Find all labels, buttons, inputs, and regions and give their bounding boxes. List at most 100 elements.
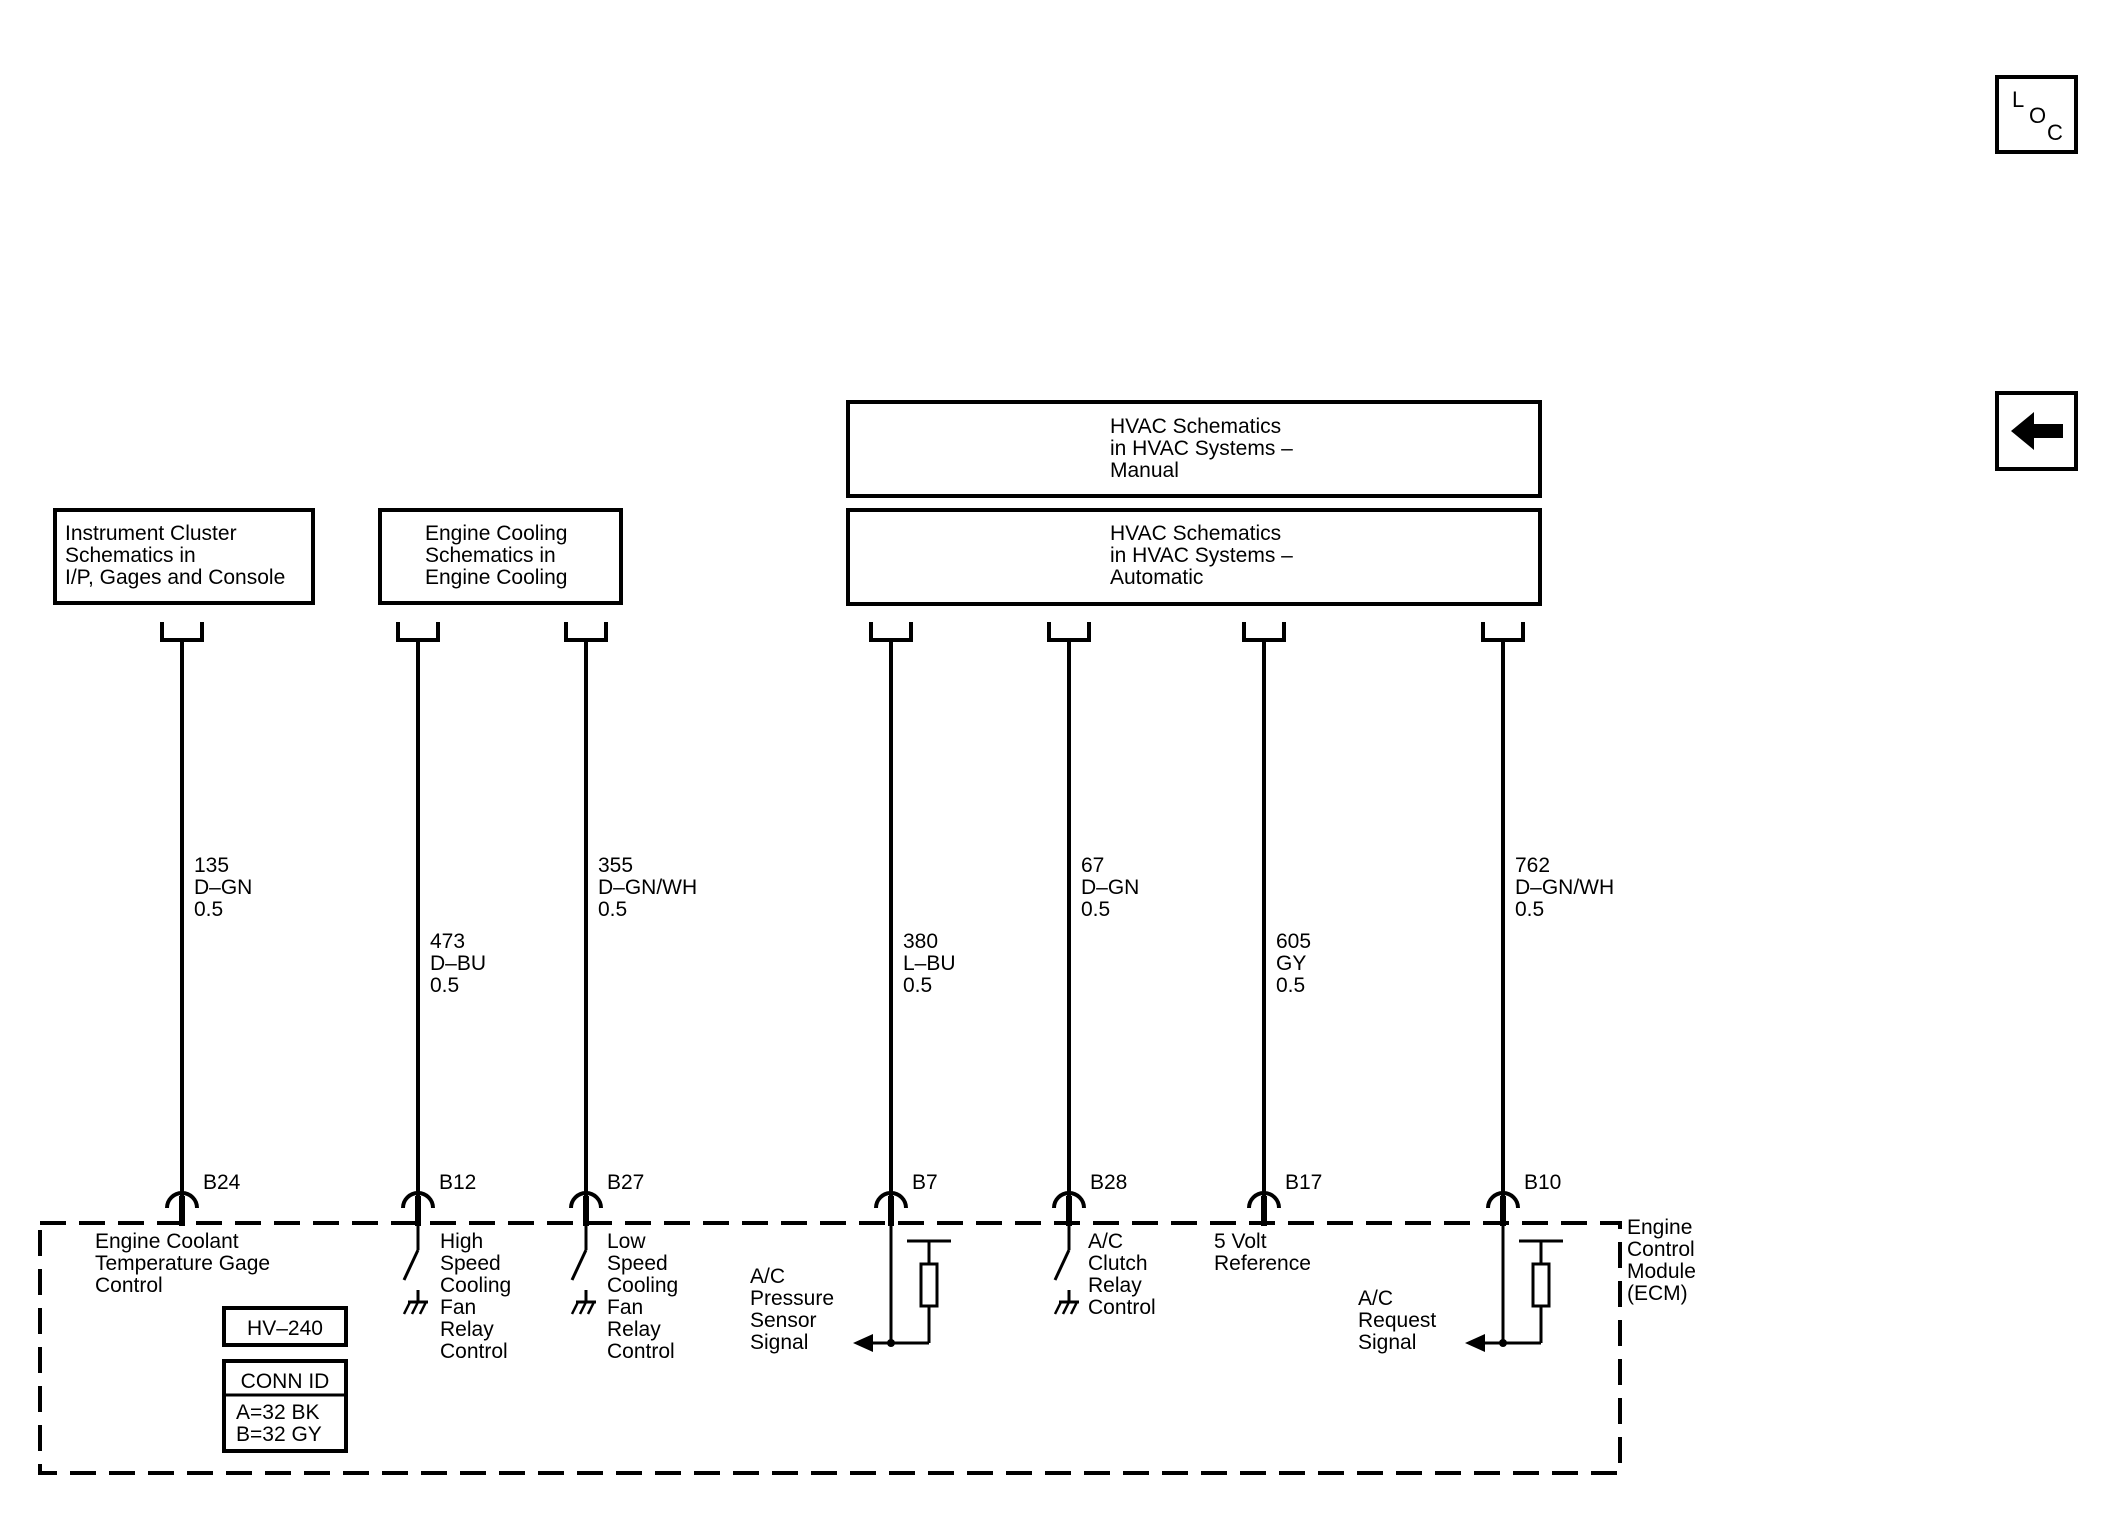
reference-hvac-manual-line-1: HVAC Schematics (1110, 415, 1281, 438)
reference-ic-line-1: Instrument Cluster (65, 522, 237, 545)
pin-label: B17 (1285, 1171, 1322, 1194)
wire-color: D–GN/WH (598, 876, 697, 899)
pin-label: B10 (1524, 1171, 1561, 1194)
function-label-b12-line-5: Relay (440, 1318, 494, 1341)
ecm-name-line-2: Control (1627, 1238, 1695, 1261)
wire-gauge: 0.5 (598, 898, 627, 921)
ecm-name-line-3: Module (1627, 1260, 1696, 1283)
reference-hvac-manual-line-3: Manual (1110, 459, 1179, 482)
function-label-b12-line-6: Control (440, 1340, 508, 1363)
function-label-b27-line-1: Low (607, 1230, 646, 1253)
ecm-boundary (38, 1221, 1622, 1475)
pin-connector (874, 1191, 908, 1209)
wire-circuit: 135 (194, 854, 229, 877)
reference-hvac-auto-line-2: in HVAC Systems – (1110, 544, 1293, 567)
function-label-b12-line-2: Speed (440, 1252, 501, 1275)
pin-label: B27 (607, 1171, 644, 1194)
wire-color: D–GN/WH (1515, 876, 1614, 899)
wire-color: D–GN (1081, 876, 1139, 899)
function-label-b10-line-3: Signal (1358, 1331, 1416, 1354)
ecm-name-line-4: (ECM) (1627, 1282, 1688, 1305)
wire-gauge: 0.5 (903, 974, 932, 997)
harness-id-box: HV–240 (222, 1306, 348, 1347)
loc-button[interactable]: L O C (1995, 75, 2078, 154)
reference-ic-line-3: I/P, Gages and Console (65, 566, 285, 589)
function-label-b24-line-1: Engine Coolant (95, 1230, 239, 1253)
wire-gauge: 0.5 (1081, 898, 1110, 921)
top-connector (1242, 622, 1286, 642)
pin-connector (569, 1191, 603, 1209)
loc-letter-l: L (2012, 87, 2024, 112)
conn-id-box: CONN ID A=32 BK B=32 GY (222, 1359, 348, 1453)
wire-circuit: 473 (430, 930, 465, 953)
reference-ec-line-2: Schematics in (425, 544, 556, 567)
reference-ic-line-2: Schematics in (65, 544, 196, 567)
wire-gauge: 0.5 (430, 974, 459, 997)
wire-gauge: 0.5 (194, 898, 223, 921)
function-label-b7-line-1: A/C (750, 1265, 785, 1288)
reference-ec-line-3: Engine Cooling (425, 566, 567, 589)
function-label-b10-line-2: Request (1358, 1309, 1436, 1332)
wire-circuit: 605 (1276, 930, 1311, 953)
wire-color: D–BU (430, 952, 486, 975)
loc-letter-o: O (2029, 103, 2046, 128)
wire-gauge: 0.5 (1515, 898, 1544, 921)
function-label-b28-line-4: Control (1088, 1296, 1156, 1319)
conn-id-title: CONN ID (241, 1370, 330, 1393)
loc-letter-c: C (2047, 120, 2063, 145)
function-label-b27-line-3: Cooling (607, 1274, 678, 1297)
pin-label: B7 (912, 1171, 938, 1194)
function-label-b7-line-3: Sensor (750, 1309, 817, 1332)
function-label-b12-line-4: Fan (440, 1296, 476, 1319)
ecm-name-line-1: Engine (1627, 1216, 1692, 1239)
pin-label: B12 (439, 1171, 476, 1194)
top-connector (564, 622, 608, 642)
pin-connector (1052, 1191, 1086, 1209)
function-label-b17-line-2: Reference (1214, 1252, 1311, 1275)
wire-gauge: 0.5 (1276, 974, 1305, 997)
relay-switch-b27 (570, 1226, 596, 1315)
wire-color: D–GN (194, 876, 252, 899)
function-label-b12-line-3: Cooling (440, 1274, 511, 1297)
pin-connector (165, 1191, 199, 1209)
wire-circuit: 355 (598, 854, 633, 877)
relay-switch-b28 (1053, 1226, 1079, 1315)
left-arrow-icon (2011, 412, 2063, 450)
top-connector (869, 622, 913, 642)
function-label-b12-line-1: High (440, 1230, 483, 1253)
wire-group: 135D–GN0.5B24473D–BU0.5B12355D–GN/WH0.5B… (160, 622, 1614, 1226)
function-label-b27-line-4: Fan (607, 1296, 643, 1319)
function-label-b27-line-6: Control (607, 1340, 675, 1363)
top-connector (160, 622, 204, 642)
function-label-b28-line-2: Clutch (1088, 1252, 1148, 1275)
harness-id-text: HV–240 (247, 1317, 323, 1340)
pin-label: B24 (203, 1171, 241, 1194)
signal-arrow (1465, 1334, 1485, 1352)
wire-color: GY (1276, 952, 1306, 975)
top-connector (1047, 622, 1091, 642)
function-label-b27-line-5: Relay (607, 1318, 661, 1341)
function-label-b28-line-3: Relay (1088, 1274, 1142, 1297)
conn-id-line-a: A=32 BK (236, 1401, 319, 1424)
pin-connector (401, 1191, 435, 1209)
back-button[interactable] (1995, 391, 2078, 471)
wire-circuit: 380 (903, 930, 938, 953)
pullup-resistor-b7 (853, 1226, 951, 1352)
relay-switch-b12 (402, 1226, 428, 1315)
function-label-b7-line-4: Signal (750, 1331, 808, 1354)
pin-connector (1247, 1191, 1281, 1209)
pin-label: B28 (1090, 1171, 1127, 1194)
